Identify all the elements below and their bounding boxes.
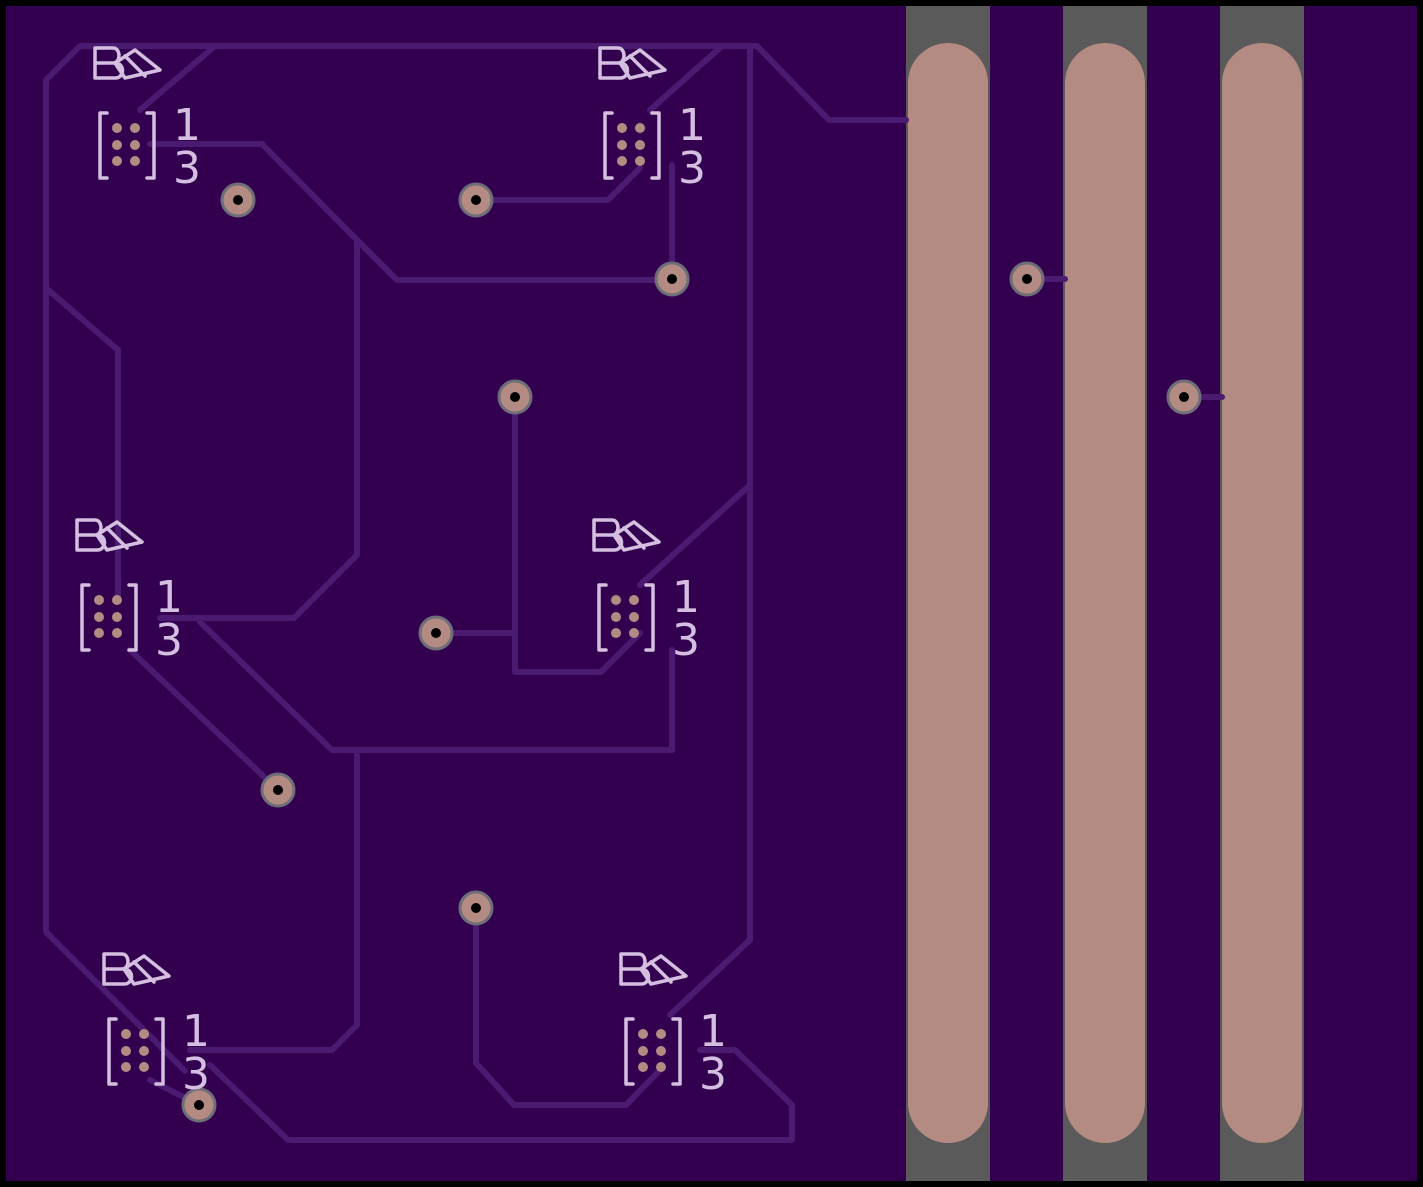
pin-label-last: 3 xyxy=(672,615,700,666)
trace-bottom-loop xyxy=(207,1047,795,1143)
trace-h3-via xyxy=(127,647,281,793)
header-component-2[interactable]: 1 3 xyxy=(598,46,706,194)
header-component-6[interactable]: 1 3 xyxy=(619,952,727,1100)
pin-label-last: 3 xyxy=(678,143,706,194)
trace-h3-lower xyxy=(197,619,675,753)
via[interactable] xyxy=(1166,379,1202,415)
trace-center-via xyxy=(354,237,673,283)
trace-bottom-via xyxy=(473,905,663,1108)
via[interactable] xyxy=(458,890,494,926)
pin-label-last: 3 xyxy=(182,1049,210,1100)
trace-top-right xyxy=(667,43,760,1018)
trace-top-bus xyxy=(43,77,188,1074)
trace-via-h2 xyxy=(473,165,643,203)
pin-label-first: 1 xyxy=(173,100,201,151)
via[interactable] xyxy=(654,261,690,297)
vias xyxy=(181,182,1202,1123)
trace-mid-vert xyxy=(512,394,643,675)
pin-label-first: 1 xyxy=(672,572,700,623)
trace-h4-diag xyxy=(637,482,753,588)
via[interactable] xyxy=(260,772,296,808)
pin-label-last: 3 xyxy=(699,1049,727,1100)
strip-pad-3[interactable] xyxy=(1222,43,1302,1143)
trace-h1-a xyxy=(137,43,218,113)
trace-mid-down xyxy=(187,752,360,1053)
pin-label-first: 1 xyxy=(182,1006,210,1057)
header-component-4[interactable]: 1 3 xyxy=(592,518,700,666)
header-component-5[interactable]: 1 3 xyxy=(102,952,210,1100)
strip-pad-1[interactable] xyxy=(908,43,988,1143)
strip-pad-2[interactable] xyxy=(1065,43,1145,1143)
via[interactable] xyxy=(1009,261,1045,297)
via[interactable] xyxy=(418,615,454,651)
via[interactable] xyxy=(181,1087,217,1123)
pin-label-last: 3 xyxy=(173,143,201,194)
via[interactable] xyxy=(458,182,494,218)
pin-label-first: 1 xyxy=(678,100,706,151)
via[interactable] xyxy=(497,379,533,415)
connector-strips xyxy=(906,6,1304,1181)
trace-left-diag xyxy=(43,285,121,603)
pin-label-last: 3 xyxy=(155,615,183,666)
header-component-1[interactable]: 1 3 xyxy=(93,46,201,194)
pin-label-first: 1 xyxy=(155,572,183,623)
via[interactable] xyxy=(220,182,256,218)
trace-h1-center xyxy=(147,141,360,621)
trace-h2-a xyxy=(647,43,725,113)
pin-label-first: 1 xyxy=(699,1006,727,1057)
header-component-3[interactable]: 1 3 xyxy=(75,518,183,666)
